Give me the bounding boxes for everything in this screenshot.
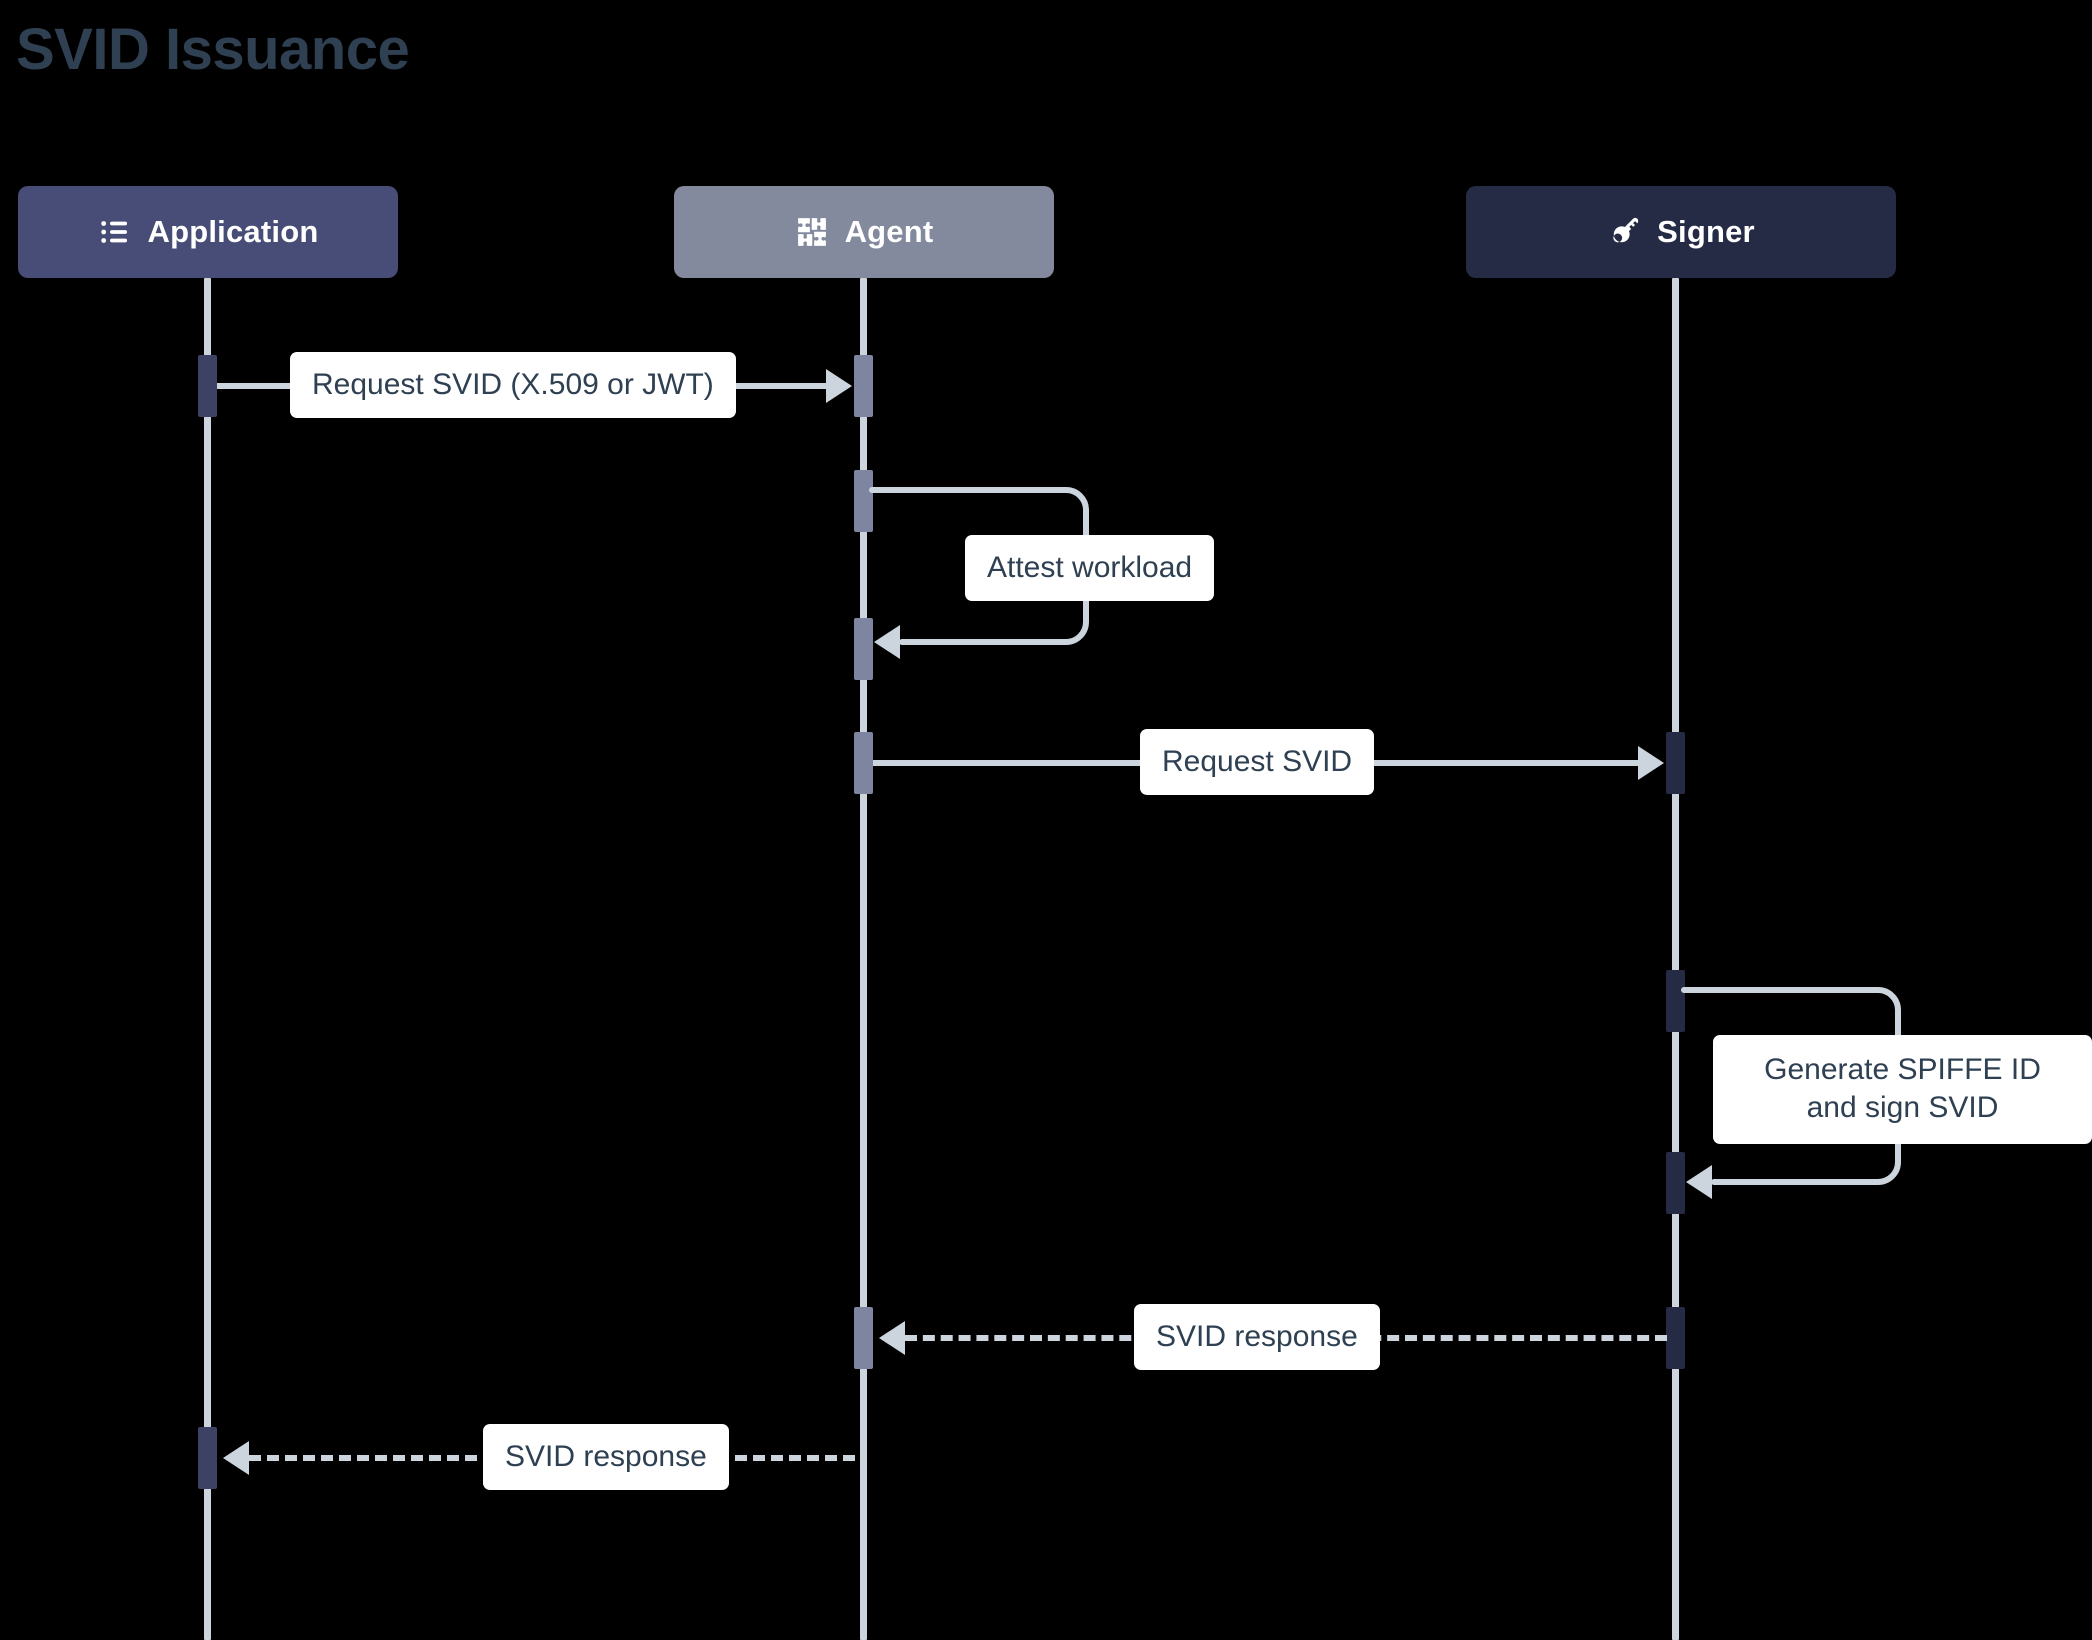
- participant-label-application: Application: [147, 214, 319, 249]
- arrow-head-m1: [826, 369, 852, 403]
- activation-application-2: [198, 1427, 217, 1489]
- arrow-head-m6: [223, 1441, 249, 1475]
- message-label-m4-line2: and sign SVID: [1806, 1091, 1999, 1125]
- participant-label-agent: Agent: [844, 214, 934, 249]
- participant-application[interactable]: Application: [18, 186, 398, 278]
- activation-agent-5: [854, 1307, 873, 1369]
- puzzle-piece-icon: [795, 215, 829, 249]
- activation-agent-4: [854, 732, 873, 794]
- arrow-head-m5: [879, 1321, 905, 1355]
- message-label-m1: Request SVID (X.509 or JWT): [290, 352, 736, 419]
- activation-signer-3: [1666, 1152, 1685, 1214]
- activation-signer-1: [1666, 732, 1685, 794]
- message-label-m5: SVID response: [1134, 1304, 1380, 1371]
- activation-agent-2: [854, 470, 873, 532]
- activation-signer-2: [1666, 970, 1685, 1032]
- arrow-head-m2: [874, 625, 900, 659]
- lifeline-signer: [1672, 278, 1679, 1640]
- lifeline-agent: [860, 278, 867, 1640]
- activation-signer-4: [1666, 1307, 1685, 1369]
- activation-agent-3: [854, 618, 873, 680]
- lifeline-application: [204, 278, 211, 1640]
- participant-agent[interactable]: Agent: [674, 186, 1054, 278]
- message-label-m4-line1: Generate SPIFFE ID: [1764, 1053, 2041, 1086]
- participant-label-signer: Signer: [1657, 214, 1755, 249]
- list-icon: [98, 215, 132, 249]
- participant-signer[interactable]: Signer: [1466, 186, 1896, 278]
- activation-agent-1: [854, 355, 873, 417]
- arrow-head-m3: [1638, 746, 1664, 780]
- message-label-m3: Request SVID: [1140, 729, 1375, 796]
- page-title: SVID Issuance: [16, 17, 410, 82]
- message-label-m6: SVID response: [483, 1424, 729, 1491]
- key-icon: [1607, 215, 1641, 249]
- message-label-m2: Attest workload: [965, 535, 1215, 602]
- activation-application-1: [198, 355, 217, 417]
- message-label-m4: Generate SPIFFE ID and sign SVID: [1713, 1035, 2092, 1144]
- arrow-head-m4: [1686, 1165, 1712, 1199]
